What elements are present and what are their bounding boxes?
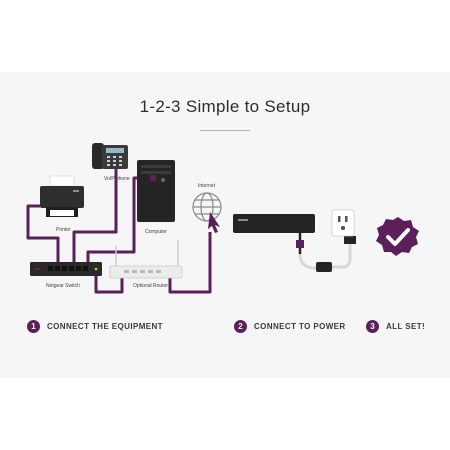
step-1: 1 CONNECT THE EQUIPMENT [27,319,163,333]
computer-icon [137,160,175,222]
computer-label: Computer [145,229,167,235]
optional-router-label: Optional Router [133,283,168,289]
voip-phone-label: VoIP phone [104,176,130,182]
router-icon [109,240,183,279]
router-internet-cable [168,232,212,294]
switch-icon [30,262,102,276]
step-3: 3 ALL SET! [366,319,425,333]
printer-label: Printer [56,227,71,233]
ethernet-cables [26,167,212,294]
power-adapter-icon [233,214,356,272]
step-2: 2 CONNECT TO POWER [234,319,346,333]
step-1-label: CONNECT THE EQUIPMENT [47,321,163,331]
printer-cable [26,204,60,262]
netgear-switch-label: Netgear Switch [46,283,80,289]
page-title: 1-2-3 Simple to Setup [139,97,311,116]
step-2-number: 2 [234,319,247,333]
step-1-number: 1 [27,319,40,333]
internet-label: Internet [198,183,216,189]
step-3-number: 3 [366,319,379,333]
phone-cable [72,167,118,262]
wall-outlet-icon [331,209,355,237]
title-divider [200,130,250,131]
printer-icon [40,175,84,217]
globe-icon [192,192,222,222]
phone-icon [92,143,128,169]
step-3-label: ALL SET! [386,321,426,331]
checkmark-badge-icon [376,217,419,256]
cursor-arrow-icon [208,212,220,233]
step-2-label: CONNECT TO POWER [254,321,346,331]
